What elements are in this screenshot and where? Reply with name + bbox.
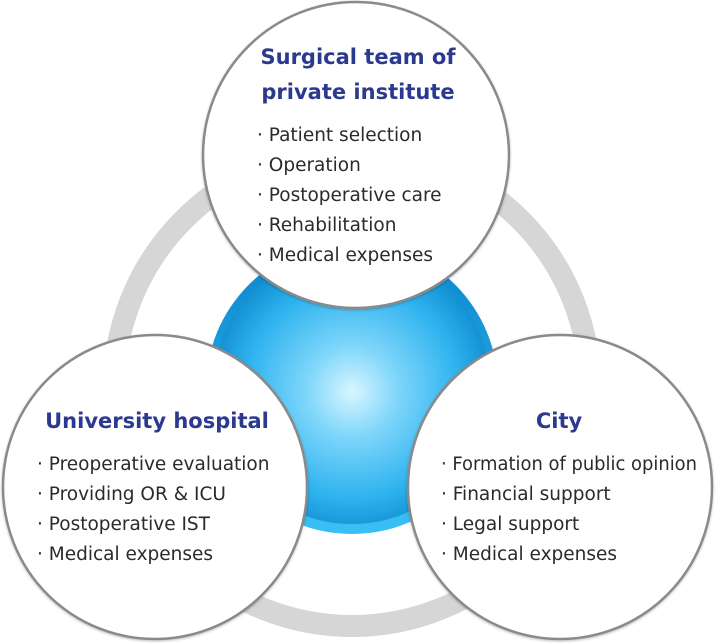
node-top-title-line-1: Surgical team of	[261, 45, 457, 69]
node-left-item: · Preoperative evaluation	[37, 454, 269, 475]
node-top: Surgical team of private institute · Pat…	[201, 0, 511, 310]
node-right-item: · Legal support	[441, 514, 579, 535]
node-top-item: · Postoperative care	[257, 185, 442, 206]
node-top-item: · Operation	[257, 155, 361, 176]
node-top-title-line-2: private institute	[261, 80, 454, 104]
node-left-item: · Providing OR & ICU	[37, 484, 226, 505]
node-right-item: · Financial support	[441, 484, 611, 505]
node-right-title: City	[536, 409, 583, 433]
node-right-circle	[406, 333, 714, 641]
node-left-item: · Medical expenses	[37, 544, 213, 565]
node-left-circle	[1, 333, 309, 641]
node-right-item: · Medical expenses	[441, 544, 617, 565]
node-top-item: · Rehabilitation	[257, 215, 396, 236]
node-top-circle	[201, 0, 511, 310]
node-left-title: University hospital	[45, 409, 269, 433]
node-right-item: · Formation of public opinion	[441, 454, 697, 475]
node-top-item: · Medical expenses	[257, 245, 433, 266]
node-right: City · Formation of public opinion · Fin…	[406, 333, 714, 641]
node-left-item: · Postoperative IST	[37, 514, 211, 535]
node-top-item: · Patient selection	[257, 125, 422, 146]
node-left: University hospital · Preoperative evalu…	[1, 333, 309, 641]
